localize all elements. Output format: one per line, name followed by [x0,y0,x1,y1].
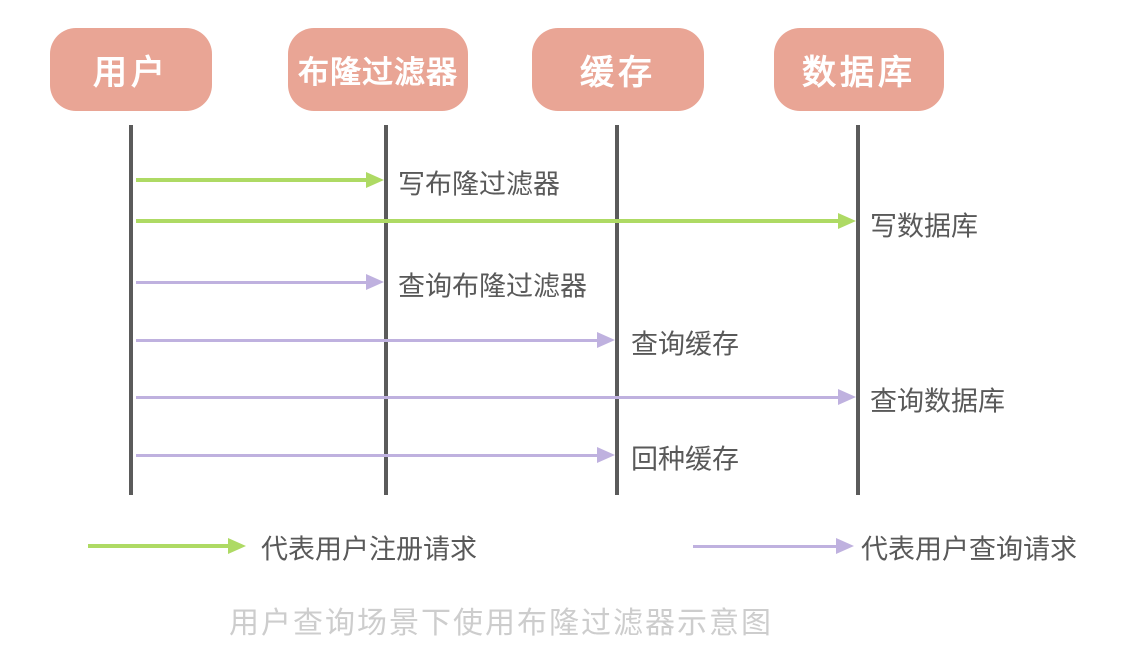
arrow-shaft [136,219,838,223]
arrowhead-icon [597,447,615,463]
message-label-write-bloom-filter: 写布隆过滤器 [398,169,560,201]
lifeline-cache [615,125,619,495]
actor-box-cache: 缓存 [532,28,704,111]
arrowhead-icon [366,172,384,188]
actor-label-cache: 缓存 [580,53,656,93]
message-label-query-bloom-filter: 查询布隆过滤器 [398,271,587,303]
arrowhead-icon [366,274,384,290]
arrow-query-database [136,388,856,406]
legend-query-label: 代表用户查询请求 [861,534,1077,566]
arrowhead-icon [836,538,854,554]
arrow-write-database [136,212,856,230]
message-label-write-database: 写数据库 [870,211,978,243]
legend-register-label: 代表用户注册请求 [261,534,477,566]
arrowhead-icon [228,538,246,554]
arrowhead-icon [838,213,856,229]
arrow-shaft [136,453,597,457]
lifeline-database [856,125,860,495]
arrow-shaft [88,544,228,548]
arrow-shaft [136,338,597,342]
message-label-reseed-cache: 回种缓存 [631,444,739,476]
arrow-query-bloom-filter [136,273,384,291]
lifeline-user [129,125,133,495]
arrow-write-bloom-filter [136,171,384,189]
actor-label-bloom-filter: 布隆过滤器 [298,55,458,91]
message-label-query-cache: 查询缓存 [631,329,739,361]
arrowhead-icon [838,389,856,405]
message-label-query-database: 查询数据库 [870,386,1005,418]
arrow-shaft [136,178,366,182]
actor-box-bloom-filter: 布隆过滤器 [288,28,468,111]
actor-label-database: 数据库 [802,53,916,93]
arrow-query-cache [136,331,615,349]
actor-box-user: 用户 [50,28,212,111]
arrow-shaft [136,280,366,284]
actor-label-user: 用户 [93,53,169,93]
actor-box-database: 数据库 [774,28,944,111]
legend-register-arrow [88,537,246,555]
arrow-shaft [136,395,838,399]
arrowhead-icon [597,332,615,348]
arrow-shaft [693,544,836,548]
lifeline-bloom-filter [384,125,388,495]
arrow-reseed-cache [136,446,615,464]
legend-query-arrow [693,537,854,555]
diagram-caption: 用户查询场景下使用布隆过滤器示意图 [229,606,773,641]
